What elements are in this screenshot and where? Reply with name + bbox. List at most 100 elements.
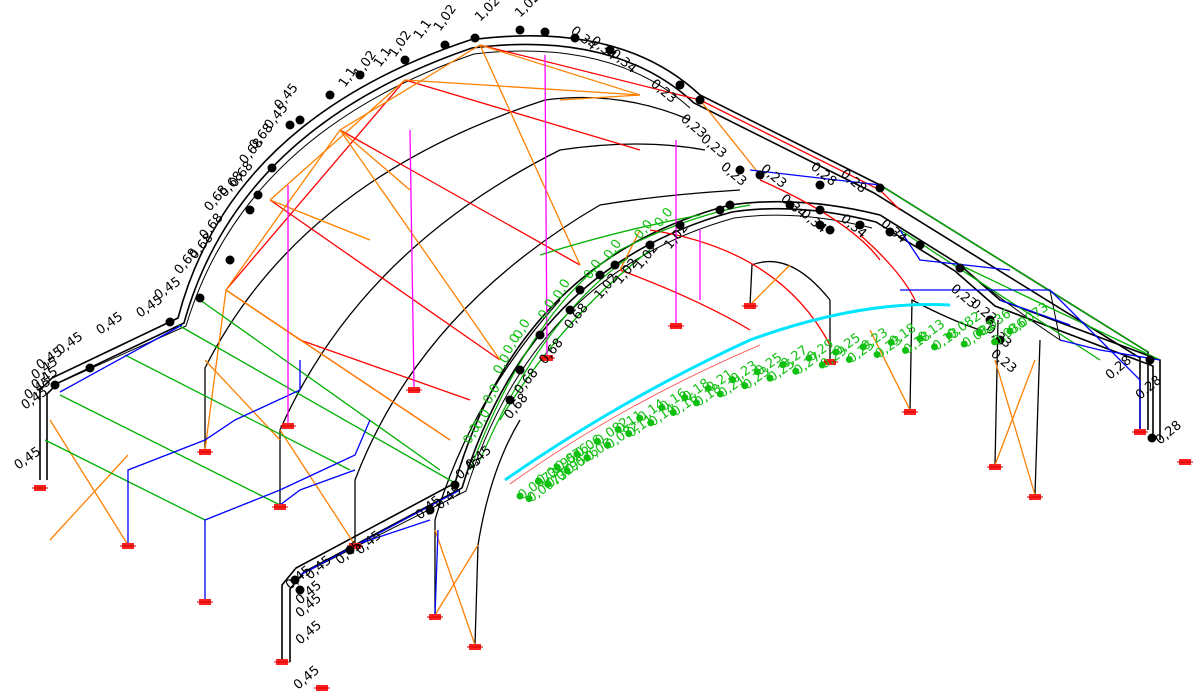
node-marker	[875, 183, 885, 193]
moment-label: 0,23	[987, 347, 1019, 377]
node-marker	[400, 55, 410, 65]
node-marker	[195, 293, 205, 303]
moment-label: 1,02	[472, 0, 503, 25]
node-marker	[675, 80, 685, 90]
support-symbol	[1177, 459, 1193, 465]
moment-label: 1,1	[411, 17, 435, 43]
highlighted-arch-red-edge	[509, 344, 761, 485]
moment-label: 1,02	[512, 0, 543, 21]
support-symbol	[314, 685, 330, 691]
eave-beams	[59, 169, 1161, 616]
node-marker	[50, 380, 60, 390]
node-marker	[565, 305, 575, 315]
node-marker	[345, 545, 355, 555]
node-marker	[725, 200, 735, 210]
back-arch-frame	[39, 35, 1149, 480]
green-node-marker	[604, 441, 612, 449]
moment-label: 0,34	[877, 217, 909, 247]
green-node-marker	[792, 367, 800, 375]
node-marker	[515, 25, 525, 35]
support-symbol	[280, 423, 296, 429]
green-node-marker	[818, 361, 826, 369]
green-node-marker	[931, 343, 939, 351]
support-symbol	[406, 387, 422, 393]
moment-label: 0,23	[757, 162, 789, 192]
moment-label: 0,45	[293, 618, 325, 648]
node-marker	[295, 585, 305, 595]
node-marker	[245, 205, 255, 215]
green-node-marker	[614, 425, 622, 433]
green-node-marker	[887, 338, 895, 346]
moment-label: 0,28	[1153, 418, 1185, 448]
node-marker	[295, 115, 305, 125]
front-green-chords	[469, 204, 751, 471]
green-node-marker	[544, 480, 552, 488]
green-node-marker	[741, 382, 749, 390]
node-marker	[825, 225, 835, 235]
support-symbol	[197, 599, 213, 605]
green-node-marker	[766, 374, 774, 382]
node-marker	[695, 95, 705, 105]
node-marker	[570, 33, 580, 43]
node-marker	[540, 27, 550, 37]
green-node-marker	[573, 450, 581, 458]
node-marker	[595, 270, 605, 280]
moment-label: 0,0	[480, 382, 503, 407]
node-marker	[425, 505, 435, 515]
node-marker	[815, 180, 825, 190]
node-marker	[815, 220, 825, 230]
green-node-marker	[716, 390, 724, 398]
support-symbol	[272, 504, 288, 510]
node-marker	[535, 330, 545, 340]
green-node-marker	[901, 346, 909, 354]
bracing-members	[49, 44, 1036, 646]
node-marker	[915, 240, 925, 250]
node-marker	[735, 165, 745, 175]
green-node-marker	[625, 430, 633, 438]
green-node-marker	[945, 331, 953, 339]
green-node-marker	[563, 467, 571, 475]
green-node-marker	[593, 437, 601, 445]
green-node-marker	[960, 340, 968, 348]
moment-label: 1,02	[431, 2, 460, 34]
green-node-marker	[658, 404, 666, 412]
support-symbol	[539, 355, 555, 361]
green-node-marker	[975, 329, 983, 337]
node-marker	[225, 255, 235, 265]
green-node-marker	[832, 348, 840, 356]
green-node-marker	[991, 338, 999, 346]
green-node-marker	[845, 355, 853, 363]
node-marker	[85, 363, 95, 373]
green-node-marker	[916, 335, 924, 343]
node-marker	[575, 285, 585, 295]
moment-label: 0,34	[837, 212, 869, 242]
moment-label: 0,0	[550, 277, 573, 302]
purlin-members	[44, 184, 1161, 521]
green-node-marker	[681, 394, 689, 402]
moment-label: 0,45	[54, 329, 86, 358]
support-symbol	[1132, 429, 1148, 435]
green-node-marker	[873, 351, 881, 359]
node-marker	[785, 200, 795, 210]
node-marker	[885, 227, 895, 237]
green-node-marker	[669, 408, 677, 416]
green-node-marker	[636, 414, 644, 422]
node-marker	[610, 260, 620, 270]
node-marker	[1147, 433, 1157, 443]
support-symbols	[32, 303, 1193, 691]
green-node-marker	[704, 384, 712, 392]
green-node-marker	[516, 492, 524, 500]
green-node-marker	[859, 343, 867, 351]
node-marker	[267, 163, 277, 173]
front-arch-frame	[281, 200, 1161, 662]
node-marker	[505, 395, 515, 405]
support-symbol	[902, 409, 918, 415]
support-symbol	[742, 303, 758, 309]
moment-label: 0,28	[837, 167, 869, 197]
moment-label: 1,02	[632, 241, 662, 273]
node-marker	[450, 480, 460, 490]
node-marker	[855, 220, 865, 230]
moment-label: 0,23	[697, 132, 729, 162]
